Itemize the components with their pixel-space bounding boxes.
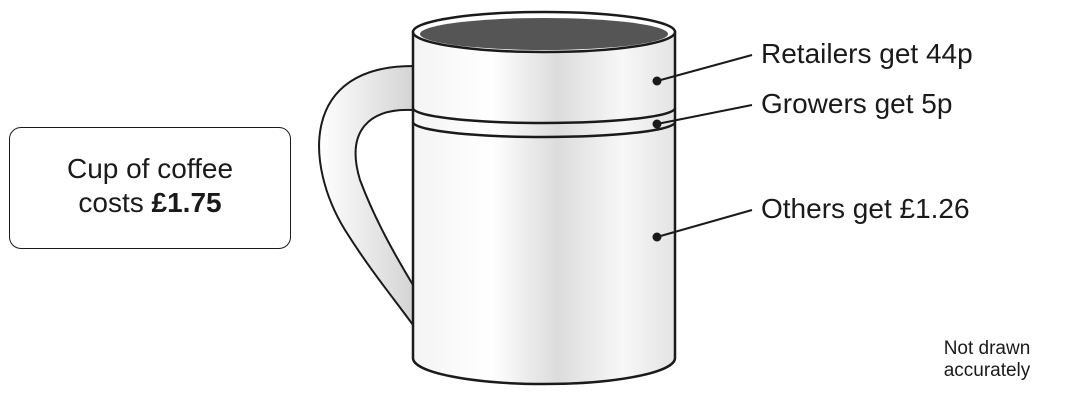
others-dot	[652, 232, 662, 242]
label-others: Others get £1.26	[761, 193, 970, 224]
mug-handle	[318, 64, 414, 329]
note-line-1: Not drawn	[943, 338, 1031, 359]
label-growers: Growers get 5p	[761, 88, 953, 119]
box-price: £1.75	[151, 187, 222, 218]
others-leader-line	[656, 209, 753, 238]
coffee-cost-box: Cup of coffee costs £1.75	[9, 127, 291, 249]
growers-dot	[652, 119, 662, 129]
box-line-2: costs £1.75	[10, 186, 290, 220]
box-line-1: Cup of coffee	[66, 153, 234, 184]
label-retailers: Retailers get 44p	[761, 38, 973, 69]
growers-leader-line	[656, 104, 753, 125]
retailers-dot	[652, 76, 662, 86]
box-costs-text: costs	[78, 187, 152, 218]
note-line-2: accurately	[943, 360, 1031, 381]
mug-body	[411, 30, 677, 386]
coffee-surface	[420, 18, 668, 50]
not-drawn-note: Not drawn accurately	[932, 338, 1042, 382]
band-line-bottom	[411, 121, 677, 139]
band-line-top	[411, 107, 677, 125]
retailers-leader-line	[656, 54, 753, 82]
